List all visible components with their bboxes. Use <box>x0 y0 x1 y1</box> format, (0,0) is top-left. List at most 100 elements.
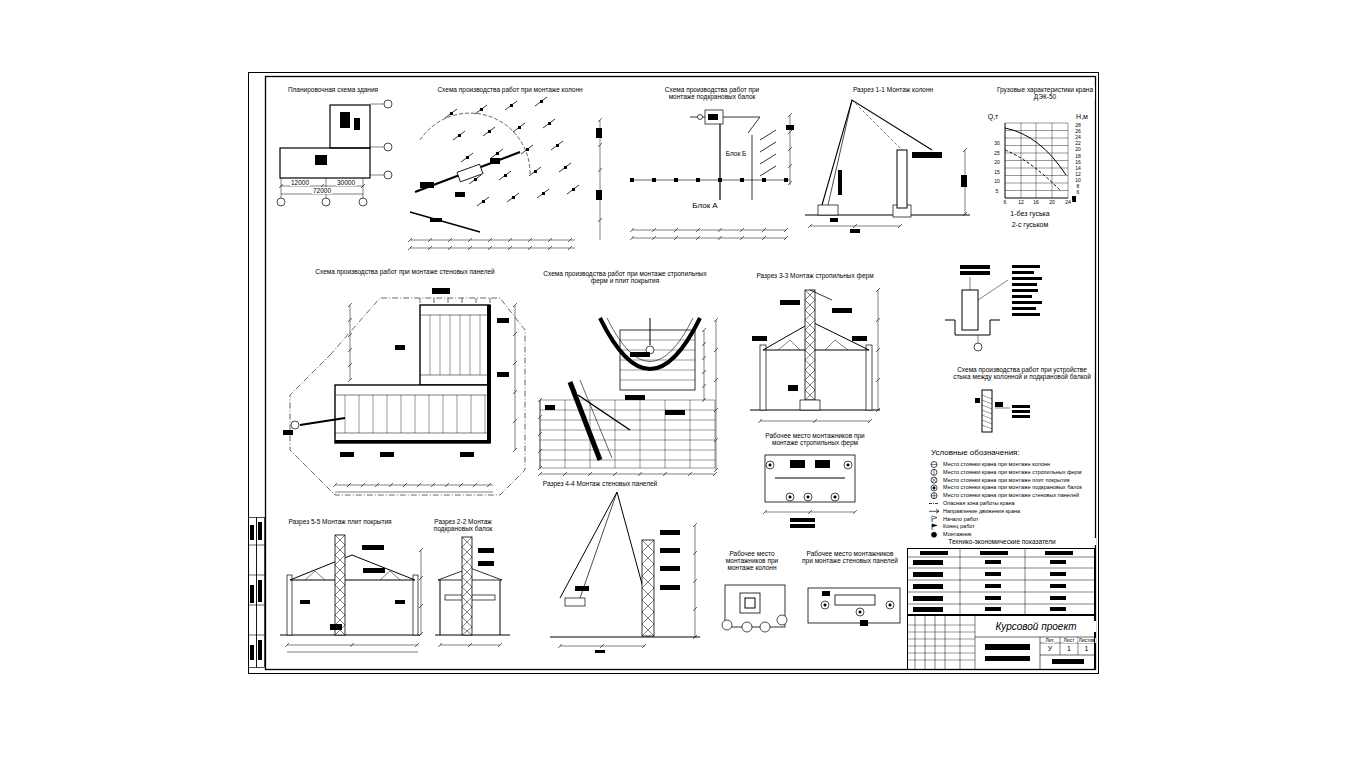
text-block <box>838 170 842 195</box>
drawing-line <box>760 142 776 152</box>
drawing-line <box>445 109 457 118</box>
drawing-line <box>1060 637 1061 655</box>
drawing-line <box>287 652 418 653</box>
drawing-line <box>443 395 444 433</box>
drawing-line <box>350 643 354 647</box>
drawing-rect <box>462 537 472 635</box>
drawing-circle <box>974 343 982 351</box>
drawing-line <box>470 315 471 375</box>
drawing-line <box>805 340 815 350</box>
drawing-line <box>788 113 792 117</box>
drawing-rect <box>413 575 418 635</box>
drawing-line <box>551 141 563 150</box>
text-block <box>478 561 494 566</box>
drawing-line <box>513 303 517 307</box>
drawing-line <box>642 540 654 552</box>
drawing-line <box>790 340 800 350</box>
drawing-rect <box>705 110 723 124</box>
text-block <box>790 460 805 468</box>
drawing-circle <box>698 115 703 120</box>
drawing-line <box>762 236 766 240</box>
drawing-line <box>935 615 936 670</box>
drawing-circle <box>789 496 791 498</box>
drawing-rect <box>962 290 978 330</box>
drawing-label: Q,т <box>987 113 1000 121</box>
drawing-line <box>620 340 695 341</box>
drawing-line <box>598 118 602 122</box>
drawing-label: 18 <box>1074 154 1082 160</box>
drawing-line <box>335 433 490 434</box>
drawing-line <box>485 395 486 433</box>
drawing-line <box>563 472 567 476</box>
drawing-label: Лист <box>1063 638 1076 644</box>
drawing-line <box>335 585 345 595</box>
drawing-circle <box>847 464 849 466</box>
text-block <box>300 600 310 604</box>
drawing-line <box>702 370 706 374</box>
drawing-line <box>498 643 502 647</box>
drawing-line <box>716 320 717 470</box>
text-block <box>985 596 1001 600</box>
text-block <box>488 130 491 133</box>
drawing-line <box>348 333 352 337</box>
drawing-rect <box>249 518 257 668</box>
drawing-line <box>598 218 602 222</box>
drawing-line <box>805 350 815 360</box>
drawing-label: Рабочее место монтажников при монтаже ст… <box>800 550 900 564</box>
drawing-circle <box>831 493 839 501</box>
drawing-label: 30000 <box>336 179 356 186</box>
drawing-line <box>415 643 419 647</box>
drawing-line <box>788 164 792 168</box>
text-block <box>975 398 980 403</box>
text-block <box>1012 415 1030 418</box>
drawing-line <box>853 224 857 228</box>
drawing-circle <box>384 171 392 179</box>
drawing-line <box>359 395 360 433</box>
drawing-line <box>868 419 872 423</box>
drawing-line <box>805 330 815 340</box>
drawing-circle <box>722 620 732 630</box>
drawing-rect <box>330 105 370 148</box>
drawing-line <box>500 580 501 635</box>
text-block <box>660 548 680 553</box>
text-block <box>1012 405 1030 408</box>
text-block <box>450 112 453 115</box>
drawing-line <box>370 175 384 176</box>
drawing-line <box>688 472 692 476</box>
drawing-line <box>521 145 533 154</box>
drawing-line <box>696 236 700 240</box>
drawing-line <box>642 624 654 636</box>
drawing-line <box>417 483 421 487</box>
drawing-line <box>387 395 388 433</box>
legend-entry: Монтажник <box>942 531 972 537</box>
text-block <box>985 584 1001 588</box>
drawing-line <box>642 564 654 576</box>
drawing-label: 1-без гуська <box>1009 210 1050 218</box>
drawing-line <box>1005 138 1068 139</box>
text-block <box>497 372 509 377</box>
drawing-line <box>403 483 407 487</box>
drawing-line <box>718 236 722 240</box>
drawing-label: 1 <box>1084 645 1090 653</box>
drawing-line <box>462 607 472 617</box>
drawing-line <box>363 178 364 198</box>
drawing-circle <box>933 487 935 489</box>
drawing-label: 20 <box>993 160 1001 166</box>
drawing-label: Разрез 1-1 Монтаж колонн <box>852 86 934 93</box>
drawing-line <box>335 395 490 396</box>
drawing-line <box>462 597 472 607</box>
drawing-circle <box>821 601 829 609</box>
drawing-circle <box>844 461 852 469</box>
drawing-line <box>335 545 345 555</box>
drawing-line <box>475 105 487 114</box>
drawing-line <box>748 117 760 133</box>
drawing-line <box>970 277 971 290</box>
text-block <box>548 122 551 125</box>
drawing-line <box>249 635 266 636</box>
drawing-line <box>907 653 975 654</box>
drawing-line <box>1005 145 1068 146</box>
drawing-rect <box>674 178 678 182</box>
text-block <box>482 200 485 203</box>
text-block <box>362 545 384 550</box>
